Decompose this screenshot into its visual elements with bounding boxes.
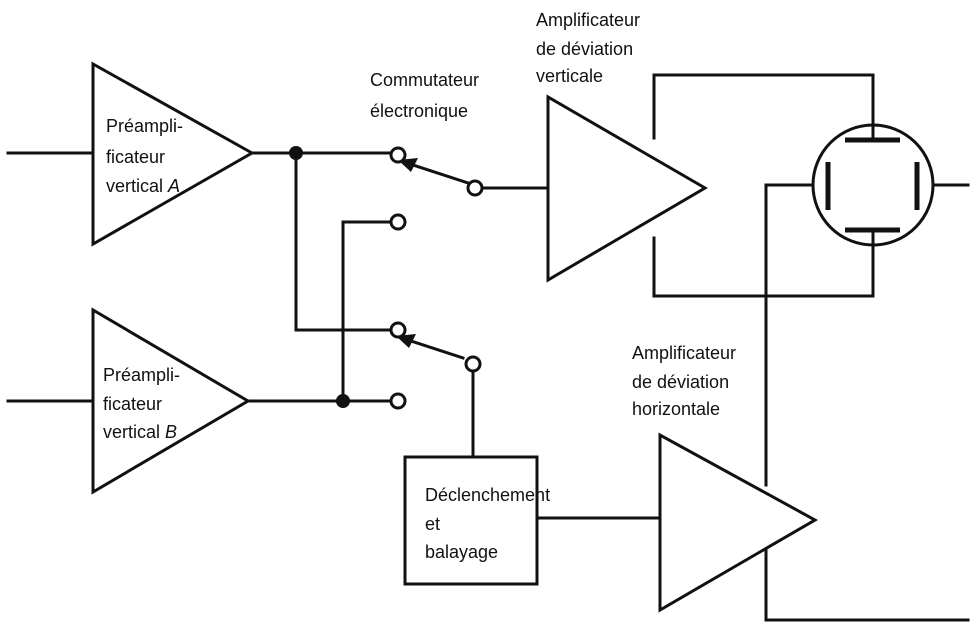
- switch2-contact-b: [389, 392, 407, 410]
- switch2-arm: [406, 338, 465, 360]
- preamp-b-triangle: [91, 307, 251, 495]
- crt-tube: [811, 123, 935, 247]
- trigger-sweep-box: [403, 455, 539, 586]
- preamp-a-label: Préampli- ficateur vertical A: [106, 116, 188, 196]
- preamp-b-to-switch1-wire: [341, 220, 392, 403]
- preamp-a-to-switch2-wire: [294, 151, 392, 332]
- switch1-common: [466, 179, 484, 197]
- switch2-contact-a: [389, 321, 407, 339]
- switch1-arm: [408, 162, 470, 185]
- switch-contacts: [389, 146, 484, 410]
- switch-arms: [396, 158, 470, 360]
- horiz-amp-label: Amplificateur de déviation horizontale: [632, 343, 741, 419]
- horiz-amp-right-plate-wire: [764, 548, 970, 622]
- switch1-contact-a: [389, 146, 407, 164]
- vert-amp-label: Amplificateur de déviation verticale: [536, 10, 645, 86]
- switch2-common: [464, 355, 482, 373]
- preamp-a-triangle: [91, 61, 256, 247]
- vert-amp-top-plate-wire: [652, 73, 875, 140]
- wires: [6, 73, 970, 622]
- vert-amp-triangle: [546, 94, 708, 283]
- horiz-amp-left-plate-wire: [764, 183, 830, 487]
- trigger-sweep-label: Déclenchement et balayage: [425, 485, 555, 562]
- vert-amp-bottom-plate-wire: [652, 236, 875, 298]
- switch1-contact-b: [389, 213, 407, 231]
- horiz-amp-triangle: [658, 432, 819, 613]
- switch-label: Commutateur électronique: [370, 70, 484, 121]
- junction-dot-b: [336, 394, 350, 408]
- junction-dot-a: [289, 146, 303, 160]
- preamp-b-label: Préampli- ficateur vertical B: [103, 365, 185, 442]
